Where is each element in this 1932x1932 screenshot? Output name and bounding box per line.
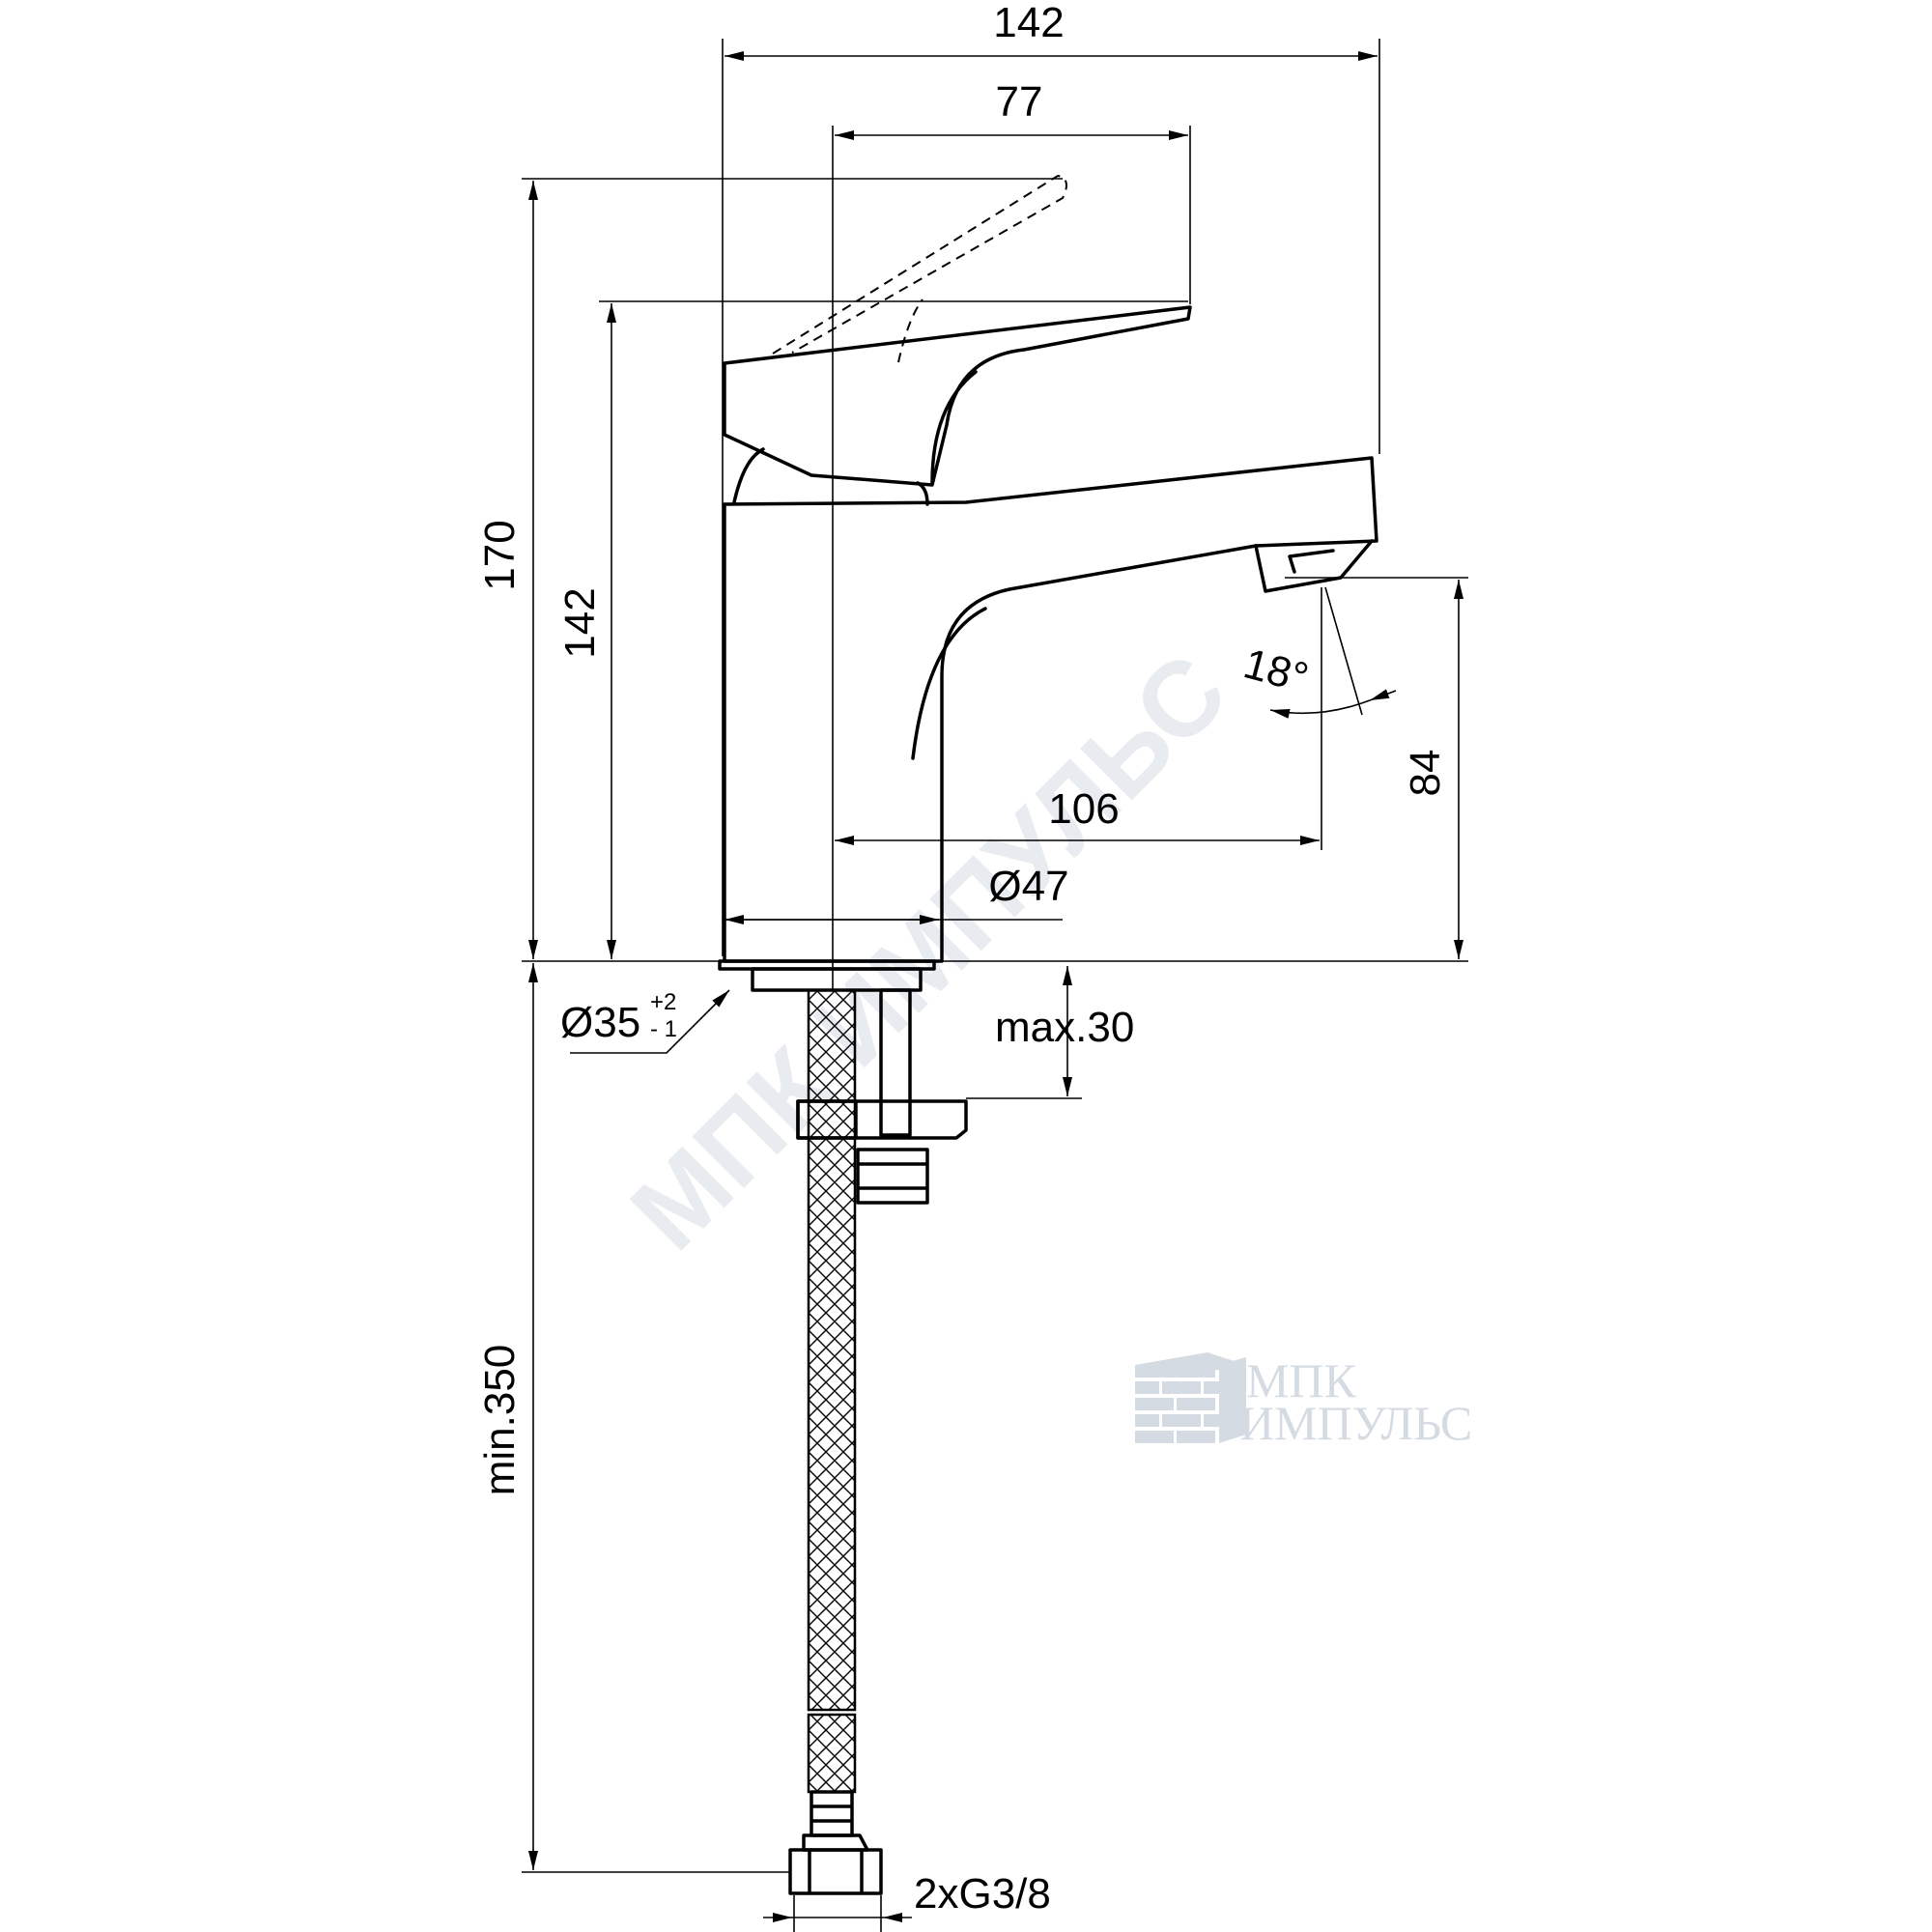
lever-open-position xyxy=(772,174,1067,355)
lever-handle xyxy=(723,305,1192,487)
dim-max-thickness: max.30 xyxy=(995,1004,1134,1051)
braided-hose xyxy=(807,988,857,1712)
dim-total-height-closed: 142 xyxy=(556,587,604,658)
faucet-body xyxy=(718,305,1378,992)
dim-hose-length: min.350 xyxy=(476,1345,524,1496)
aerator xyxy=(1254,539,1374,593)
dim-connection: 2xG3/8 xyxy=(914,1870,1051,1918)
dimension-lines xyxy=(522,39,1468,1932)
watermark-diagonal: МПК ИМПУЛЬС xyxy=(609,631,1250,1272)
spout-top xyxy=(723,456,1378,548)
dim-hole-tol-plus: +2 xyxy=(650,989,676,1015)
dim-hole-tol-minus: - 1 xyxy=(650,1016,677,1042)
watermark-logo: МПК ИМПУЛЬС xyxy=(1135,1352,1472,1450)
dim-hole-diameter: Ø35 xyxy=(560,999,640,1046)
dim-overall-width: 142 xyxy=(993,0,1064,46)
dim-body-diameter: Ø47 xyxy=(988,863,1068,910)
hose-nut xyxy=(788,1848,883,1895)
watermark-line-1: МПК xyxy=(1246,1353,1357,1407)
dim-spout-height: 84 xyxy=(1402,750,1449,797)
dim-total-height-open: 170 xyxy=(476,520,524,590)
dim-lever-length: 77 xyxy=(996,78,1043,126)
brick-logo-icon xyxy=(1135,1352,1246,1443)
watermark-line-2: ИМПУЛЬС xyxy=(1239,1396,1472,1450)
body-column xyxy=(723,502,1258,963)
mounting-assembly xyxy=(788,988,968,1895)
dim-spout-angle: 18° xyxy=(1238,639,1313,702)
dim-spout-reach: 106 xyxy=(1048,785,1119,833)
